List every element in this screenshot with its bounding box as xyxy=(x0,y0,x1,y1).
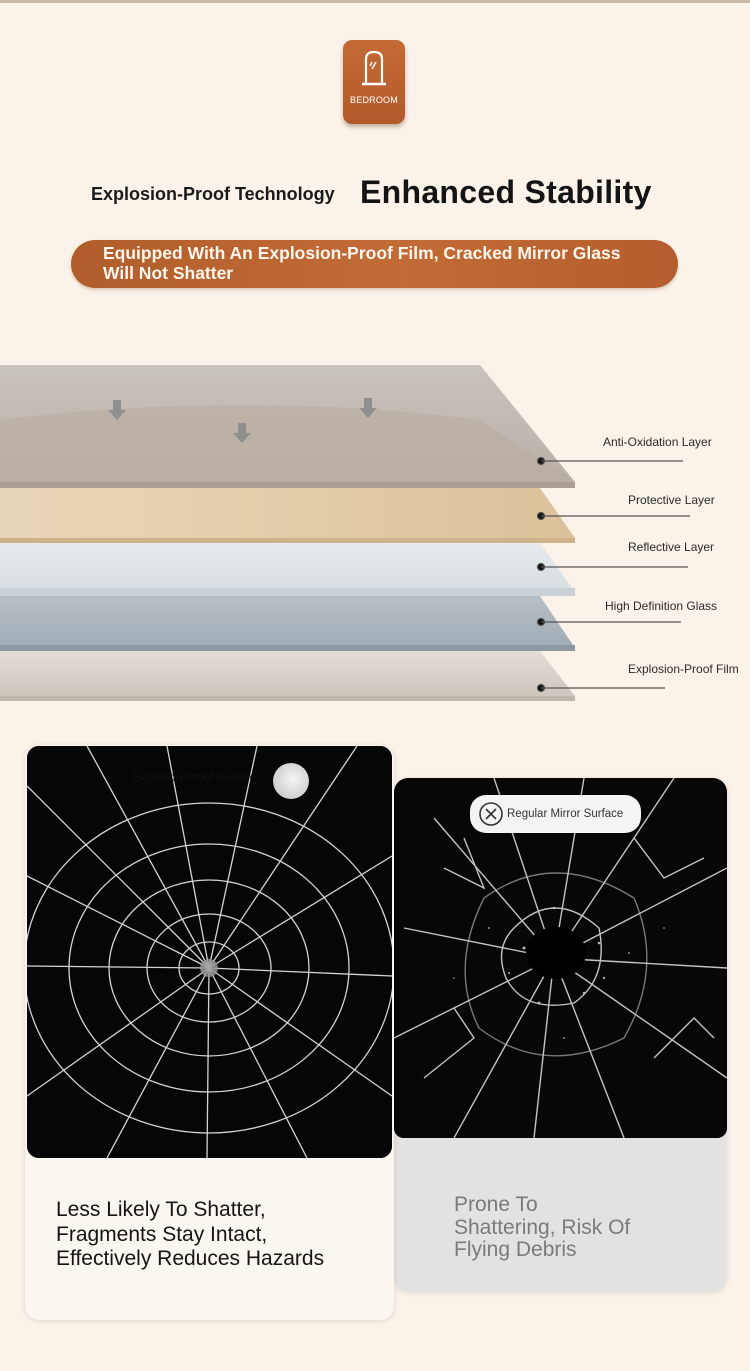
layer-diagram: Anti-Oxidation Layer Protective Layer Re… xyxy=(0,360,750,710)
explosion-proof-caption: Less Likely To Shatter, Fragments Stay I… xyxy=(56,1198,376,1272)
pressure-arrows xyxy=(108,398,377,443)
shattered-glass-graphic xyxy=(394,778,727,1138)
layer-explosion-proof-film xyxy=(0,651,575,696)
regular-mirror-caption: Prone To Shattering, Risk Of Flying Debr… xyxy=(454,1193,694,1262)
layer-reflective-edge xyxy=(0,588,575,596)
down-arrow-icon xyxy=(359,398,377,418)
banner-line-2: Will Not Shatter xyxy=(103,263,234,283)
regular-mirror-tag: Regular Mirror Surface xyxy=(470,795,641,833)
regular-mirror-card: Regular Mirror Surface Prone To Shatteri… xyxy=(394,778,727,1292)
headline: Explosion-Proof Technology Enhanced Stab… xyxy=(0,170,750,220)
caption-line: Flying Debris xyxy=(454,1238,577,1261)
layer-hd-glass-edge xyxy=(0,645,575,651)
layer-label-hd-glass: High Definition Glass xyxy=(605,599,718,613)
layer-protective-edge xyxy=(0,538,575,543)
top-divider xyxy=(0,0,750,3)
cracked-glass-graphic xyxy=(27,746,392,1158)
layer-label-protective: Protective Layer xyxy=(628,493,715,507)
layer-anti-oxidation-edge xyxy=(0,482,575,488)
bedroom-badge: BEDROOM xyxy=(343,40,405,124)
close-circle-icon xyxy=(479,802,503,826)
leader-lines xyxy=(536,456,690,693)
explosion-proof-card: Explosion-Proof Surface Less Likely To S… xyxy=(25,745,394,1320)
banner-line-1: Equipped With An Explosion-Proof Film, C… xyxy=(103,243,621,263)
headline-small: Explosion-Proof Technology xyxy=(91,184,335,204)
explosion-proof-tag: Explosion-Proof Surface xyxy=(122,766,308,790)
feature-banner: Equipped With An Explosion-Proof Film, C… xyxy=(71,240,678,288)
layer-explosion-proof-film-edge xyxy=(0,696,575,701)
layer-reflective xyxy=(0,543,575,592)
check-badge-icon xyxy=(273,763,309,799)
layer-anti-oxidation-shade xyxy=(0,405,575,482)
headline-big: Enhanced Stability xyxy=(360,174,652,210)
caption-line: Less Likely To Shatter, xyxy=(56,1198,266,1221)
mirror-icon xyxy=(362,50,386,86)
layer-hd-glass xyxy=(0,596,575,648)
layer-label-anti-oxidation: Anti-Oxidation Layer xyxy=(603,435,712,449)
regular-mirror-tag-label: Regular Mirror Surface xyxy=(507,808,624,820)
caption-line: Effectively Reduces Hazards xyxy=(56,1247,325,1270)
layer-label-explosion-proof-film: Explosion-Proof Film xyxy=(628,662,739,676)
shattered-glass-photo: Regular Mirror Surface xyxy=(394,778,727,1138)
layer-stack-graphic xyxy=(0,365,690,701)
banner-text: Equipped With An Explosion-Proof Film, C… xyxy=(103,243,663,283)
layer-label-reflective: Reflective Layer xyxy=(628,540,715,554)
down-arrow-icon xyxy=(233,423,251,443)
down-arrow-icon xyxy=(108,400,126,420)
layer-protective xyxy=(0,488,575,538)
caption-line: Shattering, Risk Of xyxy=(454,1215,631,1239)
caption-line: Fragments Stay Intact, xyxy=(56,1222,268,1246)
badge-label: BEDROOM xyxy=(350,95,398,105)
cracked-glass-photo: Explosion-Proof Surface xyxy=(27,746,392,1158)
caption-line: Prone To xyxy=(454,1193,538,1216)
explosion-proof-tag-label: Explosion-Proof Surface xyxy=(132,772,257,784)
